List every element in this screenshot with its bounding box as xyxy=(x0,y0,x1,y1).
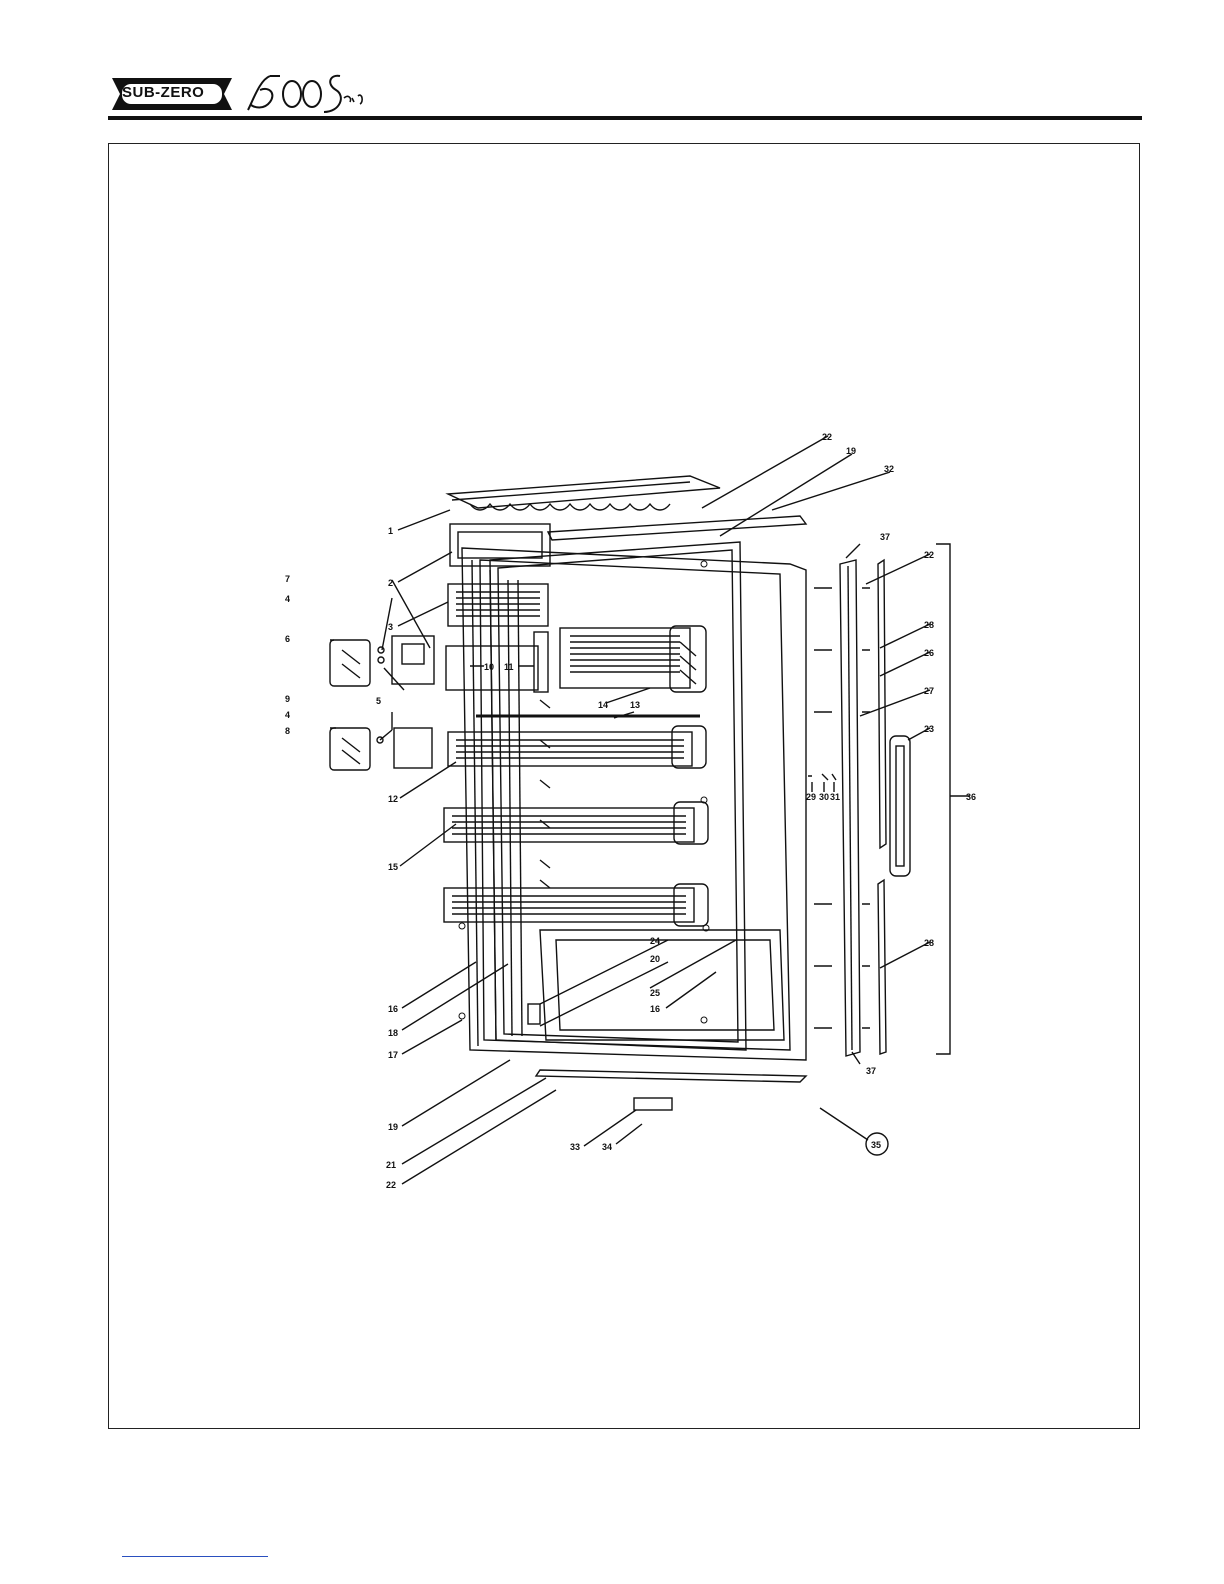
callout-32: 32 xyxy=(884,464,894,474)
callout-12: 12 xyxy=(388,794,398,804)
callout-26: 26 xyxy=(924,648,934,658)
callout-22-bottom: 22 xyxy=(386,1180,396,1190)
callout-19-lower: 19 xyxy=(388,1122,398,1132)
callout-17: 17 xyxy=(388,1050,398,1060)
shelf-12 xyxy=(448,732,692,766)
callout-3: 3 xyxy=(388,622,393,632)
top-trim xyxy=(548,516,806,540)
trim-panel-28-upper xyxy=(878,560,886,848)
callout-36: 36 xyxy=(966,792,976,802)
top-grille xyxy=(448,476,720,508)
callout-20: 20 xyxy=(650,954,660,964)
callout-11: 11 xyxy=(504,662,514,672)
door-gasket xyxy=(490,542,746,1050)
callout-7: 7 xyxy=(285,574,290,584)
callout-9: 9 xyxy=(285,694,290,704)
callout-31: 31 xyxy=(830,792,840,802)
callout-22-right: 22 xyxy=(924,550,934,560)
callout-29: 29 xyxy=(806,792,816,802)
callout-22-top: 22 xyxy=(822,432,832,442)
callout-28-upper: 28 xyxy=(924,620,934,630)
callout-4-lower: 4 xyxy=(285,710,290,720)
handle-23 xyxy=(890,736,910,876)
callout-34: 34 xyxy=(602,1142,612,1152)
callout-27: 27 xyxy=(924,686,934,696)
callout-37-top: 37 xyxy=(880,532,890,542)
cover-9 xyxy=(394,728,432,768)
callout-16-right: 16 xyxy=(650,1004,660,1014)
callout-16-left: 16 xyxy=(388,1004,398,1014)
callout-33: 33 xyxy=(570,1142,580,1152)
callout-37-bottom: 37 xyxy=(866,1066,876,1076)
callout-30: 30 xyxy=(819,792,829,802)
callout-13: 13 xyxy=(630,700,640,710)
door-panel xyxy=(462,548,806,1060)
callout-4-upper: 4 xyxy=(285,594,290,604)
callout-28-lower: 28 xyxy=(924,938,934,948)
callout-6: 6 xyxy=(285,634,290,644)
callout-10: 10 xyxy=(484,662,494,672)
end-cap-6 xyxy=(330,640,370,686)
callout-25: 25 xyxy=(650,988,660,998)
callout-15: 15 xyxy=(388,862,398,872)
thermostat-24 xyxy=(528,1004,540,1024)
footer-link-line xyxy=(122,1556,268,1557)
callout-23: 23 xyxy=(924,724,934,734)
callout-1: 1 xyxy=(388,526,393,536)
bracket-33 xyxy=(634,1098,672,1110)
callout-8: 8 xyxy=(285,726,290,736)
shelf-lower xyxy=(444,888,694,922)
callout-21: 21 xyxy=(386,1160,396,1170)
callout-35: 35 xyxy=(871,1140,881,1150)
bottom-trim xyxy=(536,1070,806,1082)
callout-2: 2 xyxy=(388,578,393,588)
end-cap-8 xyxy=(330,728,370,770)
callout-14: 14 xyxy=(598,700,608,710)
callout-18: 18 xyxy=(388,1028,398,1038)
callout-19-upper: 19 xyxy=(846,446,856,456)
callout-24: 24 xyxy=(650,936,660,946)
callout-5: 5 xyxy=(376,696,381,706)
